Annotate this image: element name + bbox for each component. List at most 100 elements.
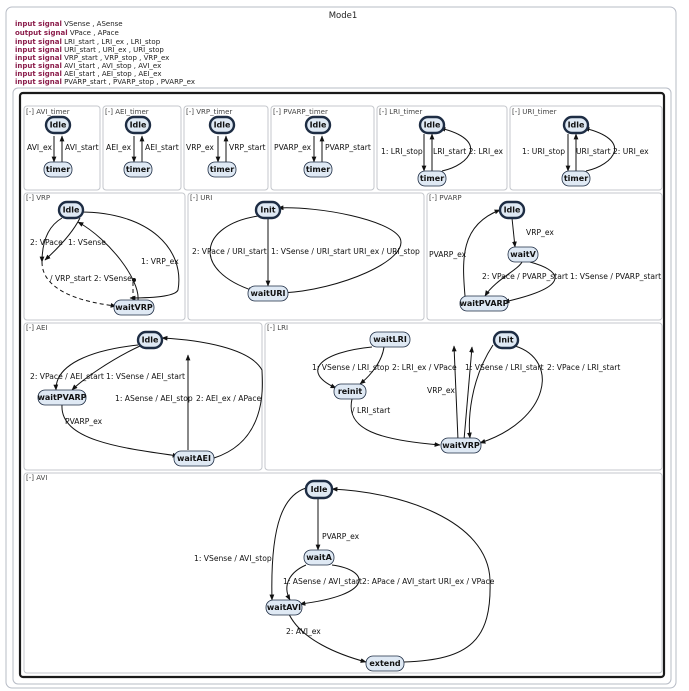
svg-text:waitPVARP: waitPVARP [37,393,86,402]
state-waitLRI[interactable]: waitLRI [369,331,411,348]
state-init[interactable]: Init [492,330,520,350]
transition-label: PVARP_ex [274,143,312,152]
svg-text:Idle: Idle [424,121,441,130]
state-idle[interactable]: Idle [498,200,526,220]
state-idle[interactable]: Idle [304,115,332,135]
transition-label: VRP_start [229,143,266,152]
state-idle[interactable]: Idle [208,115,236,135]
state-timer[interactable]: timer [561,170,591,187]
transition-label: PVARP_ex [429,250,467,259]
region-pvarp-timer: [-] PVARP_timer Idle timer PVARP_ex PVAR… [270,105,375,191]
transition-label: 2: LRI_ex / VPace [392,363,457,372]
svg-text:Init: Init [498,336,513,345]
transition-label: 1: LRI_stop [381,147,423,156]
region-lri-timer: [-] LRI_timer Idle timer 1: LRI_stop LRI… [376,105,508,191]
transition-label: PVARP_start [325,143,371,152]
transition-label: / LRI_start [352,406,390,415]
declaration-line: input signal AVI_start , AVI_stop , AVI_… [15,62,161,70]
svg-text:[-] AEI_timer: [-] AEI_timer [105,108,149,116]
state-timer[interactable]: timer [43,161,73,178]
svg-text:waitPVARP: waitPVARP [459,299,508,308]
transition-label: AVI_start [65,143,99,152]
transition-label: AVI_ex [27,143,52,152]
svg-text:[-] URI_timer: [-] URI_timer [512,108,557,116]
state-init[interactable]: Init [254,200,282,220]
state-timer[interactable]: timer [123,161,153,178]
transition-label: 1: VRP_ex [141,257,179,266]
transition-label: LRI_start 2: LRI_ex [433,147,504,156]
svg-text:Idle: Idle [142,336,159,345]
region-vrp: [-] VRP Idle waitVRP 2: VPace 1: VSense … [23,192,186,321]
state-waitURI[interactable]: waitURI [247,285,289,302]
state-waitA[interactable]: waitA [303,549,335,566]
transition-label: 1: VSense / AEI_start [106,372,185,381]
mode1-title: Mode1 [329,11,358,21]
state-timer[interactable]: timer [417,170,447,187]
state-idle[interactable]: Idle [136,330,164,350]
svg-text:[-] AVI_timer: [-] AVI_timer [26,108,70,116]
svg-text:[-] AEI: [-] AEI [26,324,48,332]
svg-text:[-] LRI: [-] LRI [267,324,288,332]
svg-text:timer: timer [210,165,234,174]
transition-label: 2: APace / AVI_start URI_ex / VPace [362,577,495,586]
state-idle[interactable]: Idle [124,115,152,135]
state-waitPVARP[interactable]: waitPVARP [459,295,509,312]
svg-text:[-] LRI_timer: [-] LRI_timer [379,108,422,116]
transition-label: 1: ASense / AVI_start [283,577,362,586]
state-waitAVI[interactable]: waitAVI [265,599,303,616]
transition-label: 1: VSense / AVI_stop [194,554,272,563]
svg-text:[-] URI: [-] URI [190,194,212,202]
svg-text:waitA: waitA [306,553,332,562]
transition-label: 1: VSense [68,238,106,247]
svg-text:[-] PVARP_timer: [-] PVARP_timer [273,108,328,116]
state-idle[interactable]: Idle [562,115,590,135]
region-vrp-timer: [-] VRP_timer Idle timer VRP_ex VRP_star… [183,105,269,191]
transition-label: PVARP_ex [322,532,360,541]
svg-text:timer: timer [420,174,444,183]
transition-label: VRP_ex [427,386,455,395]
transition-label: 2: VPace / PVARP_start [482,272,568,281]
state-waitVRP[interactable]: waitVRP [440,437,482,454]
declaration-line: input signal VRP_start , VRP_stop , VRP_… [15,54,169,62]
declaration-line: output signal VPace , APace [15,29,119,37]
region-aei: [-] AEI Idle waitPVARP waitAEI 2: VPace … [23,322,263,471]
svg-text:[-] VRP_timer: [-] VRP_timer [186,108,232,116]
svg-text:Init: Init [260,206,275,215]
svg-text:[-] AVI: [-] AVI [26,474,47,482]
svg-text:waitAEI: waitAEI [177,454,211,463]
transition-label: 1: URI_stop [522,147,565,156]
state-timer[interactable]: timer [303,161,333,178]
transition-label: 1: VSense / PVARP_start [570,272,661,281]
svg-text:timer: timer [46,165,70,174]
state-idle[interactable]: Idle [418,115,446,135]
state-waitPVARP[interactable]: waitPVARP [37,389,87,406]
state-waitVRP[interactable]: waitVRP [113,299,155,316]
state-waitAEI[interactable]: waitAEI [173,450,215,467]
declaration-line: input signal URI_start , URI_ex , URI_st… [15,46,164,54]
state-extend[interactable]: extend [365,655,405,672]
transition-label: 2: AVI_ex [286,627,321,636]
transition-label: VRP_ex [186,143,214,152]
state-waitV[interactable]: waitV [507,246,539,263]
declaration-line: input signal PVARP_start , PVARP_stop , … [15,78,195,86]
svg-text:waitVRP: waitVRP [115,303,153,312]
svg-text:Idle: Idle [310,121,327,130]
region-uri: [-] URI Init waitURI 2: VPace / URI_star… [187,192,425,321]
svg-text:Idle: Idle [568,121,585,130]
state-reinit[interactable]: reinit [333,383,367,400]
state-idle[interactable]: Idle [57,200,85,220]
state-timer[interactable]: timer [207,161,237,178]
svg-text:waitAVI: waitAVI [267,603,301,612]
state-idle[interactable]: Idle [44,115,72,135]
region-avi: [-] AVI Idle waitA waitAVI extend 1: VSe… [23,472,663,674]
declaration-line: input signal VSense , ASense [15,20,123,28]
region-lri: [-] LRI waitLRI reinit Init waitVRP 1: V… [264,322,663,471]
transition-label: 2: AEI_ex / APace [196,394,262,403]
transition-label: 1: ASense / AEI_stop [115,394,193,403]
declaration-line: input signal LRI_start , LRI_ex , LRI_st… [15,38,161,46]
transition-label: 2: VPace [30,238,63,247]
state-idle[interactable]: Idle [304,479,334,500]
region-avi-timer: [-] AVI_timer Idle timer AVI_ex AVI_star… [23,105,101,191]
svg-text:extend: extend [369,659,401,668]
